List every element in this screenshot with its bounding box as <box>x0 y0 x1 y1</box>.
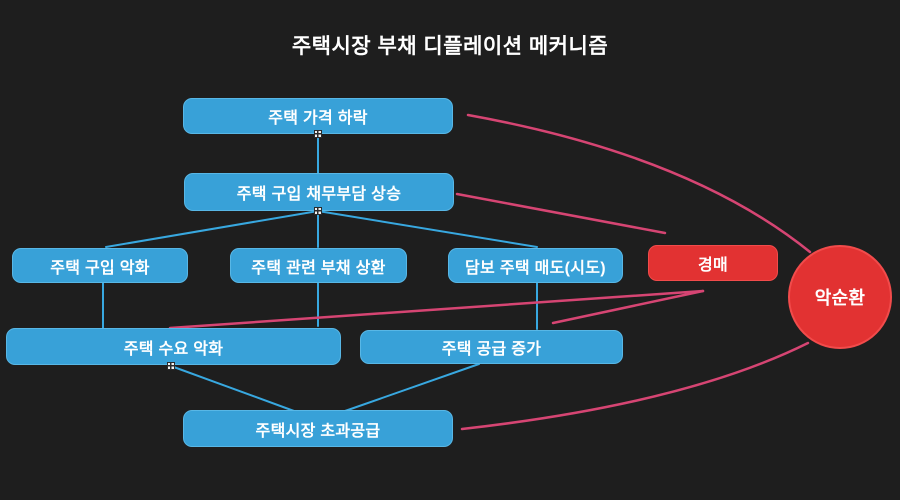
diagram-title: 주택시장 부채 디플레이션 메커니즘 <box>291 35 609 58</box>
connector-burden-to-auction <box>455 192 667 235</box>
node-label: 주택 구입 악화 <box>50 259 150 277</box>
node-label: 주택 관련 부채 상환 <box>251 259 386 277</box>
node-housing-demand-worsens[interactable]: 주택 수요 악화 <box>6 328 341 365</box>
node-purchase-debt-burden-rise[interactable]: 주택 구입 채무부담 상승 <box>184 173 454 211</box>
node-label: 주택 수요 악화 <box>123 340 224 358</box>
connector-endpoint-handle[interactable] <box>167 362 175 370</box>
connector-demand-to-oversupply <box>170 365 295 412</box>
node-label: 주택 가격 하락 <box>268 110 368 127</box>
connector-auction-to-demand <box>168 289 705 330</box>
connector-endpoint-handle[interactable] <box>314 207 322 215</box>
node-collateral-home-sale-attempt[interactable]: 담보 주택 매도(시도) <box>448 248 623 283</box>
connector-burden-to-purchase-worse <box>105 210 319 248</box>
node-housing-supply-increase[interactable]: 주택 공급 증가 <box>360 330 623 364</box>
node-label: 주택 공급 증가 <box>441 341 542 358</box>
node-label: 주택시장 초과공급 <box>255 422 381 440</box>
connector-price-drop-to-vicious-cycle <box>466 113 812 254</box>
connector-supply-to-oversupply <box>344 363 480 412</box>
node-label: 악순환 <box>814 288 866 308</box>
node-label: 주택 구입 채무부담 상승 <box>236 186 402 203</box>
connector-endpoint-handle[interactable] <box>314 130 322 138</box>
connector-auction-to-supply <box>551 289 705 325</box>
node-housing-market-oversupply[interactable]: 주택시장 초과공급 <box>183 410 453 447</box>
node-auction[interactable]: 경매 <box>648 245 778 281</box>
connector-oversupply-to-vicious-cycle <box>460 341 810 431</box>
node-housing-purchase-worsens[interactable]: 주택 구입 악화 <box>12 248 188 283</box>
node-vicious-cycle[interactable]: 악순환 <box>788 245 892 349</box>
connector-burden-to-collateral-sale <box>317 210 538 248</box>
node-label: 경매 <box>697 257 729 274</box>
node-label: 담보 주택 매도(시도) <box>465 259 606 277</box>
node-housing-debt-repayment[interactable]: 주택 관련 부채 상환 <box>230 248 407 283</box>
node-housing-price-drop[interactable]: 주택 가격 하락 <box>183 98 453 134</box>
